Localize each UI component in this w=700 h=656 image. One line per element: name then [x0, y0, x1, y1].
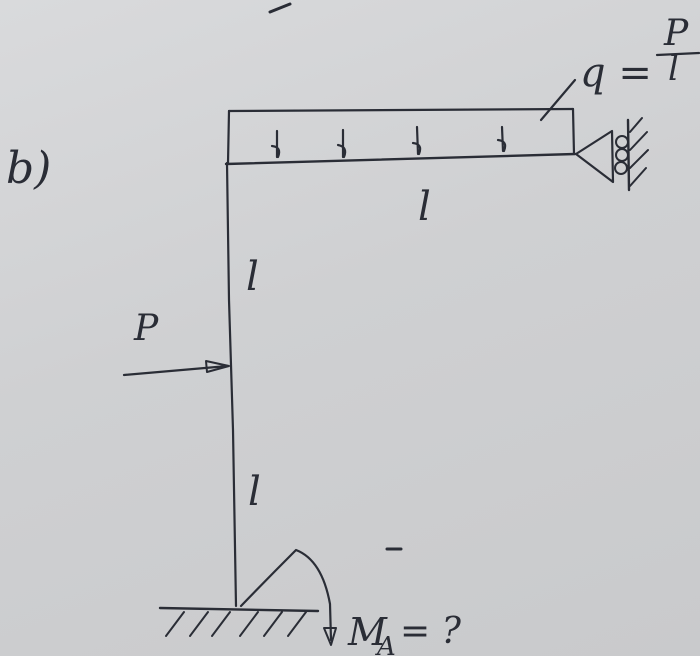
beam: [224, 152, 577, 166]
load-fraction-numerator: P: [663, 13, 689, 54]
force-label: P: [133, 308, 159, 349]
part-label: b): [6, 143, 51, 194]
load-box-top: [227, 107, 575, 113]
column: [225, 161, 238, 608]
load-leader-line: [539, 78, 577, 122]
moment-label-main: M: [347, 610, 388, 654]
force-arrow-head: [205, 360, 230, 373]
roller-support: [574, 117, 649, 192]
load-arrow-2: [336, 128, 347, 159]
column-lower-length-label: l: [248, 469, 261, 515]
moment-label-sub: A: [375, 632, 396, 656]
load-arrow-4: [496, 125, 507, 153]
stray-mark: [268, 2, 292, 14]
fixed-support: [158, 606, 320, 637]
load-label: q =: [580, 50, 652, 96]
beam-length-label: l: [418, 184, 431, 230]
load-arrow-1: [270, 129, 281, 159]
load-fraction-bar: [655, 51, 700, 57]
column-upper-length-label: l: [246, 254, 259, 300]
moment-label-rest: = ?: [400, 611, 462, 652]
load-box-right: [571, 107, 576, 156]
moment-arrow: [239, 548, 337, 646]
force-arrow-shaft: [122, 364, 230, 377]
load-fraction-denominator: l: [668, 49, 679, 89]
load-box-left: [226, 109, 231, 165]
load-arrow-3: [411, 125, 422, 156]
load-arrows: [270, 125, 507, 159]
